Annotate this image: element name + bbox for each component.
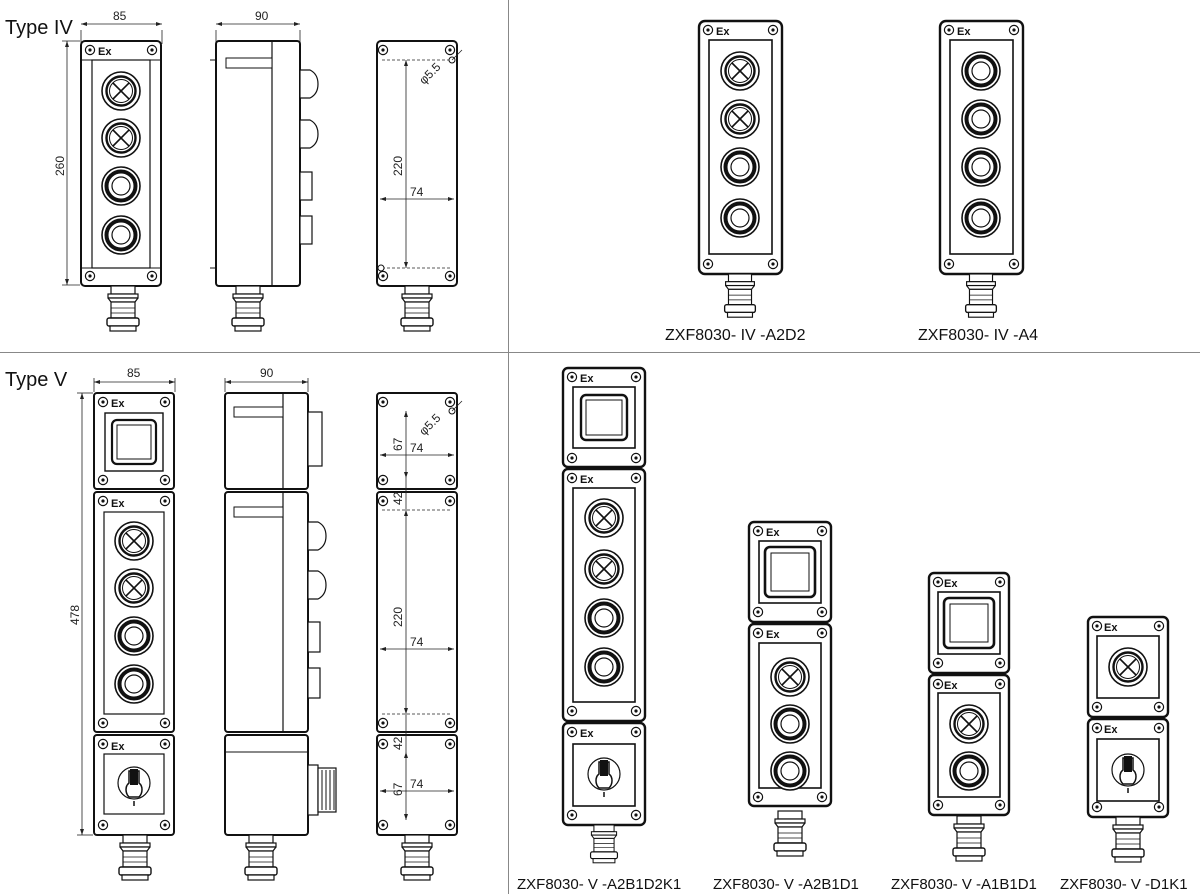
ex-mark: Ex <box>766 629 780 641</box>
product-type4-a4: Ex <box>938 19 1025 318</box>
dim-type5-bottom-span: 67 <box>391 782 405 796</box>
ex-mark: Ex <box>111 498 125 510</box>
product-type5-a1b1d1: Ex Ex <box>927 571 1011 862</box>
indicator-button-x <box>100 70 142 112</box>
ex-mark: Ex <box>580 474 594 486</box>
push-button <box>100 165 142 207</box>
dim-type4-side-width: 90 <box>255 9 269 23</box>
ex-mark: Ex <box>580 373 594 385</box>
product-type5-a2b1d2k1: Ex Ex Ex <box>561 366 647 864</box>
ex-mark: Ex <box>1104 622 1118 634</box>
model-label: ZXF8030- V -A1B1D1 <box>891 876 1037 893</box>
dim-type4-height: 260 <box>53 156 67 176</box>
model-label: ZXF8030- IV -A2D2 <box>665 327 806 344</box>
model-label: ZXF8030- V -D1K1 <box>1060 876 1188 893</box>
dim-type5-top-mount-width: 74 <box>410 441 424 455</box>
ex-mark: Ex <box>944 578 958 590</box>
dim-type5-mid-height: 220 <box>391 607 405 627</box>
ex-mark: Ex <box>1104 724 1118 736</box>
type4-front-view: 85 260 Ex <box>53 9 163 332</box>
product-type5-d1k1: Ex Ex <box>1086 615 1170 863</box>
ex-mark: Ex <box>111 398 125 410</box>
ex-mark: Ex <box>716 26 730 38</box>
product-type4-a2d2: Ex <box>697 19 784 318</box>
dim-type5-gap-top: 42 <box>391 491 405 505</box>
cable-gland <box>106 286 140 332</box>
ex-mark: Ex <box>957 26 971 38</box>
ex-mark: Ex <box>111 741 125 753</box>
type5-rear-view: 67 74 φ5.5 42 220 74 42 67 74 <box>376 392 463 881</box>
product-type5-a2b1d1: Ex Ex <box>747 520 833 857</box>
indicator-button-x <box>100 117 142 159</box>
push-button <box>100 214 142 256</box>
section-title-type5: Type V <box>5 369 68 391</box>
dim-type5-height: 478 <box>68 605 82 625</box>
dim-type5-mid-mount-width: 74 <box>410 635 424 649</box>
model-label: ZXF8030- IV -A4 <box>918 327 1038 344</box>
dim-type5-front-width: 85 <box>127 366 141 380</box>
dim-type5-side-width: 90 <box>260 366 274 380</box>
dim-type5-gap-bottom: 42 <box>391 736 405 750</box>
dim-type4-mount-width: 74 <box>410 185 424 199</box>
type4-rear-view: 220 74 φ5.5 <box>376 40 463 332</box>
dim-type5-bottom-mount-width: 74 <box>410 777 424 791</box>
dim-type4-front-width: 85 <box>113 9 127 23</box>
type4-side-view: 90 <box>210 9 319 332</box>
type5-side-view: 90 <box>224 366 337 881</box>
ex-mark: Ex <box>944 680 958 692</box>
section-title-type4: Type IV <box>5 17 73 39</box>
dim-type4-mount-height: 220 <box>391 156 405 176</box>
model-label: ZXF8030- V -A2B1D2K1 <box>517 876 681 893</box>
ex-mark: Ex <box>766 527 780 539</box>
ex-mark: Ex <box>98 46 112 58</box>
type5-front-view: 85 478 Ex Ex Ex <box>68 366 176 881</box>
ex-mark: Ex <box>580 728 594 740</box>
dim-type5-top-span: 67 <box>391 437 405 451</box>
model-label: ZXF8030- V -A2B1D1 <box>713 876 859 893</box>
